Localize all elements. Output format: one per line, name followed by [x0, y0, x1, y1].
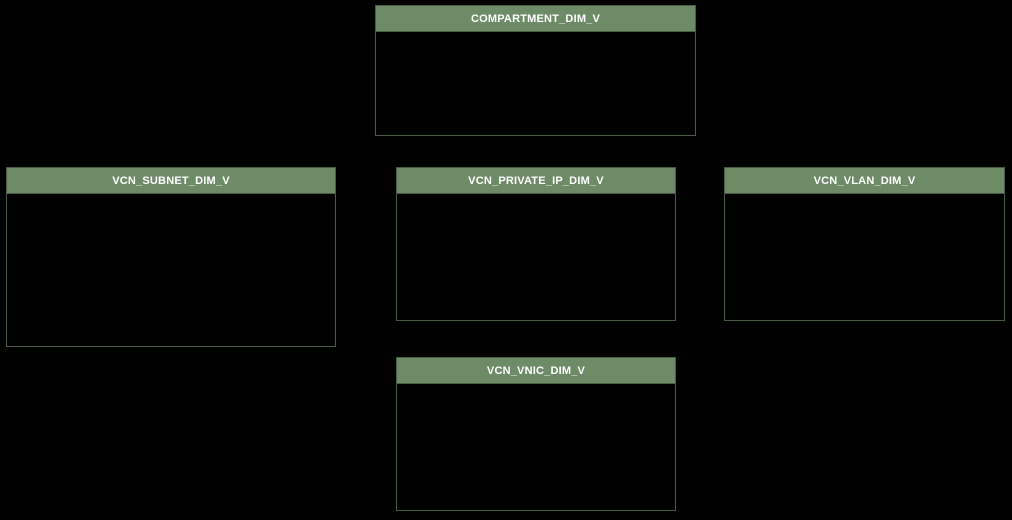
- entity-header-vcn-vlan-dim-v[interactable]: VCN_VLAN_DIM_V: [725, 168, 1004, 194]
- entity-box-compartment-dim-v[interactable]: COMPARTMENT_DIM_V: [375, 5, 696, 136]
- entity-title-vcn-vnic-dim-v: VCN_VNIC_DIM_V: [486, 364, 586, 377]
- entity-body-vcn-private-ip-dim-v: [397, 194, 675, 320]
- entity-header-compartment-dim-v[interactable]: COMPARTMENT_DIM_V: [376, 6, 695, 32]
- entity-body-compartment-dim-v: [376, 32, 695, 135]
- entity-box-vcn-private-ip-dim-v[interactable]: VCN_PRIVATE_IP_DIM_V: [396, 167, 676, 321]
- entity-header-vcn-private-ip-dim-v[interactable]: VCN_PRIVATE_IP_DIM_V: [397, 168, 675, 194]
- entity-box-vcn-vnic-dim-v[interactable]: VCN_VNIC_DIM_V: [396, 357, 676, 511]
- entity-header-vcn-vnic-dim-v[interactable]: VCN_VNIC_DIM_V: [397, 358, 675, 384]
- entity-box-vcn-vlan-dim-v[interactable]: VCN_VLAN_DIM_V: [724, 167, 1005, 321]
- entity-title-vcn-private-ip-dim-v: VCN_PRIVATE_IP_DIM_V: [468, 174, 604, 187]
- entity-title-compartment-dim-v: COMPARTMENT_DIM_V: [470, 12, 601, 25]
- entity-box-vcn-subnet-dim-v[interactable]: VCN_SUBNET_DIM_V: [6, 167, 336, 347]
- entity-body-vcn-subnet-dim-v: [7, 194, 335, 346]
- entity-header-vcn-subnet-dim-v[interactable]: VCN_SUBNET_DIM_V: [7, 168, 335, 194]
- entity-body-vcn-vlan-dim-v: [725, 194, 1004, 320]
- entity-body-vcn-vnic-dim-v: [397, 384, 675, 510]
- entity-title-vcn-vlan-dim-v: VCN_VLAN_DIM_V: [813, 174, 916, 187]
- entity-title-vcn-subnet-dim-v: VCN_SUBNET_DIM_V: [112, 174, 230, 187]
